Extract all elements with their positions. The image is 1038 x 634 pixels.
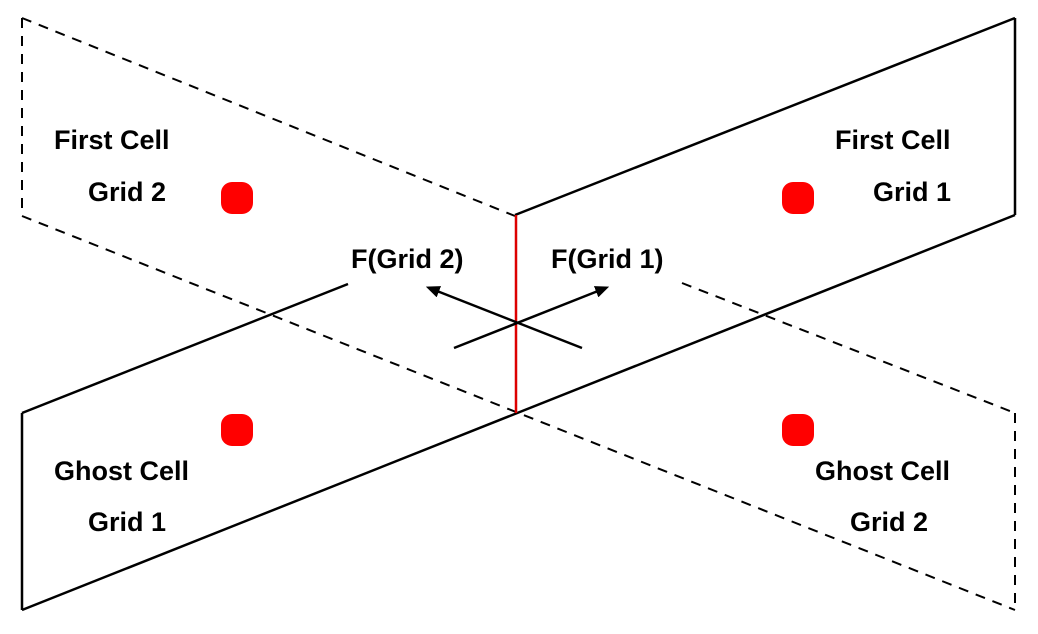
first-cell-grid-2-title: First Cell bbox=[54, 125, 170, 155]
grid-2-upper-edge-right bbox=[681, 282, 1016, 414]
grid-1-upper-edge-right bbox=[514, 16, 1016, 217]
grid-1-upper-edge-left bbox=[21, 282, 349, 415]
flux-grid-1-arrow bbox=[453, 286, 610, 350]
flux-grid-2-label: F(Grid 2) bbox=[351, 244, 464, 274]
first-cell-grid-1-title: First Cell bbox=[835, 125, 951, 155]
first-cell-grid-2-grid: Grid 2 bbox=[88, 177, 166, 207]
ghost-cell-grid-1-center bbox=[221, 414, 253, 446]
ghost-cell-grid-1-title: Ghost Cell bbox=[54, 456, 189, 486]
flux-grid-2-arrow bbox=[425, 286, 583, 350]
cell-centers bbox=[221, 182, 814, 446]
first-cell-grid-1-center bbox=[782, 182, 814, 214]
ghost-cell-grid-2-grid: Grid 2 bbox=[850, 507, 928, 537]
grid-1-outline bbox=[20, 16, 1017, 612]
flux-arrows bbox=[425, 286, 610, 350]
grid-2-lower-edge bbox=[21, 215, 1016, 611]
ghost-cell-grid-2-title: Ghost Cell bbox=[815, 456, 950, 486]
ghost-cell-grid-2-center bbox=[782, 414, 814, 446]
first-cell-grid-1-grid: Grid 1 bbox=[873, 177, 951, 207]
first-cell-grid-2-center bbox=[221, 182, 253, 214]
grid-2-outline bbox=[21, 17, 1016, 611]
flux-grid-1-label: F(Grid 1) bbox=[551, 244, 664, 274]
ghost-cell-grid-1-grid: Grid 1 bbox=[88, 507, 166, 537]
grid-1-lower-edge bbox=[21, 213, 1016, 612]
